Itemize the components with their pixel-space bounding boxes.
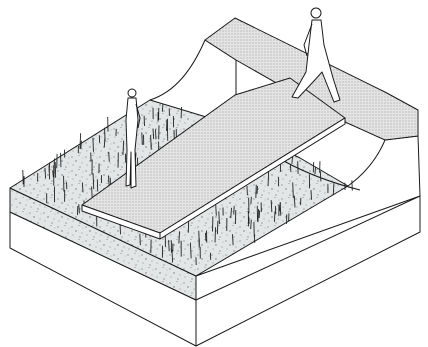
grass-blade	[171, 249, 174, 263]
grass-blade	[48, 165, 51, 180]
grass-blade	[215, 204, 217, 216]
grass-blade	[189, 242, 192, 259]
grass-blade	[122, 140, 125, 156]
grass-blade	[178, 231, 180, 244]
grass-blade	[319, 171, 322, 182]
grass-blade	[168, 240, 170, 252]
standing-person-arm	[135, 103, 141, 129]
grass-blade	[103, 138, 106, 148]
boardwalk-deck	[81, 77, 346, 240]
grass-blade	[279, 202, 282, 216]
grass-blade	[232, 234, 234, 246]
walking-person-head	[310, 7, 322, 19]
grass-blade	[80, 140, 82, 150]
grass-blade	[205, 232, 207, 242]
grass-blade	[108, 151, 110, 162]
grass-blade	[91, 186, 93, 199]
grass-blade	[270, 200, 273, 213]
earth-right-face	[195, 195, 421, 347]
grass-blade	[52, 170, 54, 178]
grass-blade	[141, 132, 143, 145]
grass-blade	[257, 209, 259, 223]
grass-blade	[78, 204, 80, 214]
standing-person-head	[127, 88, 137, 98]
grass-blade	[310, 190, 312, 200]
grass-blade	[150, 135, 152, 148]
walking-person-figure	[291, 7, 341, 103]
grass-blade	[108, 175, 110, 186]
grass-blade	[293, 195, 296, 208]
grass-blade	[230, 207, 232, 219]
deck-side-edge	[159, 117, 346, 240]
grass-blade	[218, 211, 220, 224]
grass-blade	[81, 182, 84, 193]
grass-blade	[250, 219, 252, 230]
grass-blade	[267, 170, 270, 187]
walking-person-body	[291, 19, 341, 103]
grass-blade	[44, 167, 47, 179]
grass-blade	[258, 210, 261, 218]
grass-blade	[79, 133, 82, 149]
standing-person-body	[125, 97, 139, 189]
right-bank	[195, 135, 421, 277]
standing-person-figure	[125, 88, 141, 189]
grass-blade	[92, 137, 94, 152]
grass-blade	[161, 103, 164, 112]
walking-person-arm	[303, 23, 313, 57]
grass-blade	[92, 173, 95, 190]
grass-blade	[292, 182, 294, 199]
grass-blade	[332, 183, 335, 196]
grass-blade	[139, 233, 141, 246]
grass-blade	[152, 128, 155, 140]
grass-blade	[273, 211, 276, 222]
